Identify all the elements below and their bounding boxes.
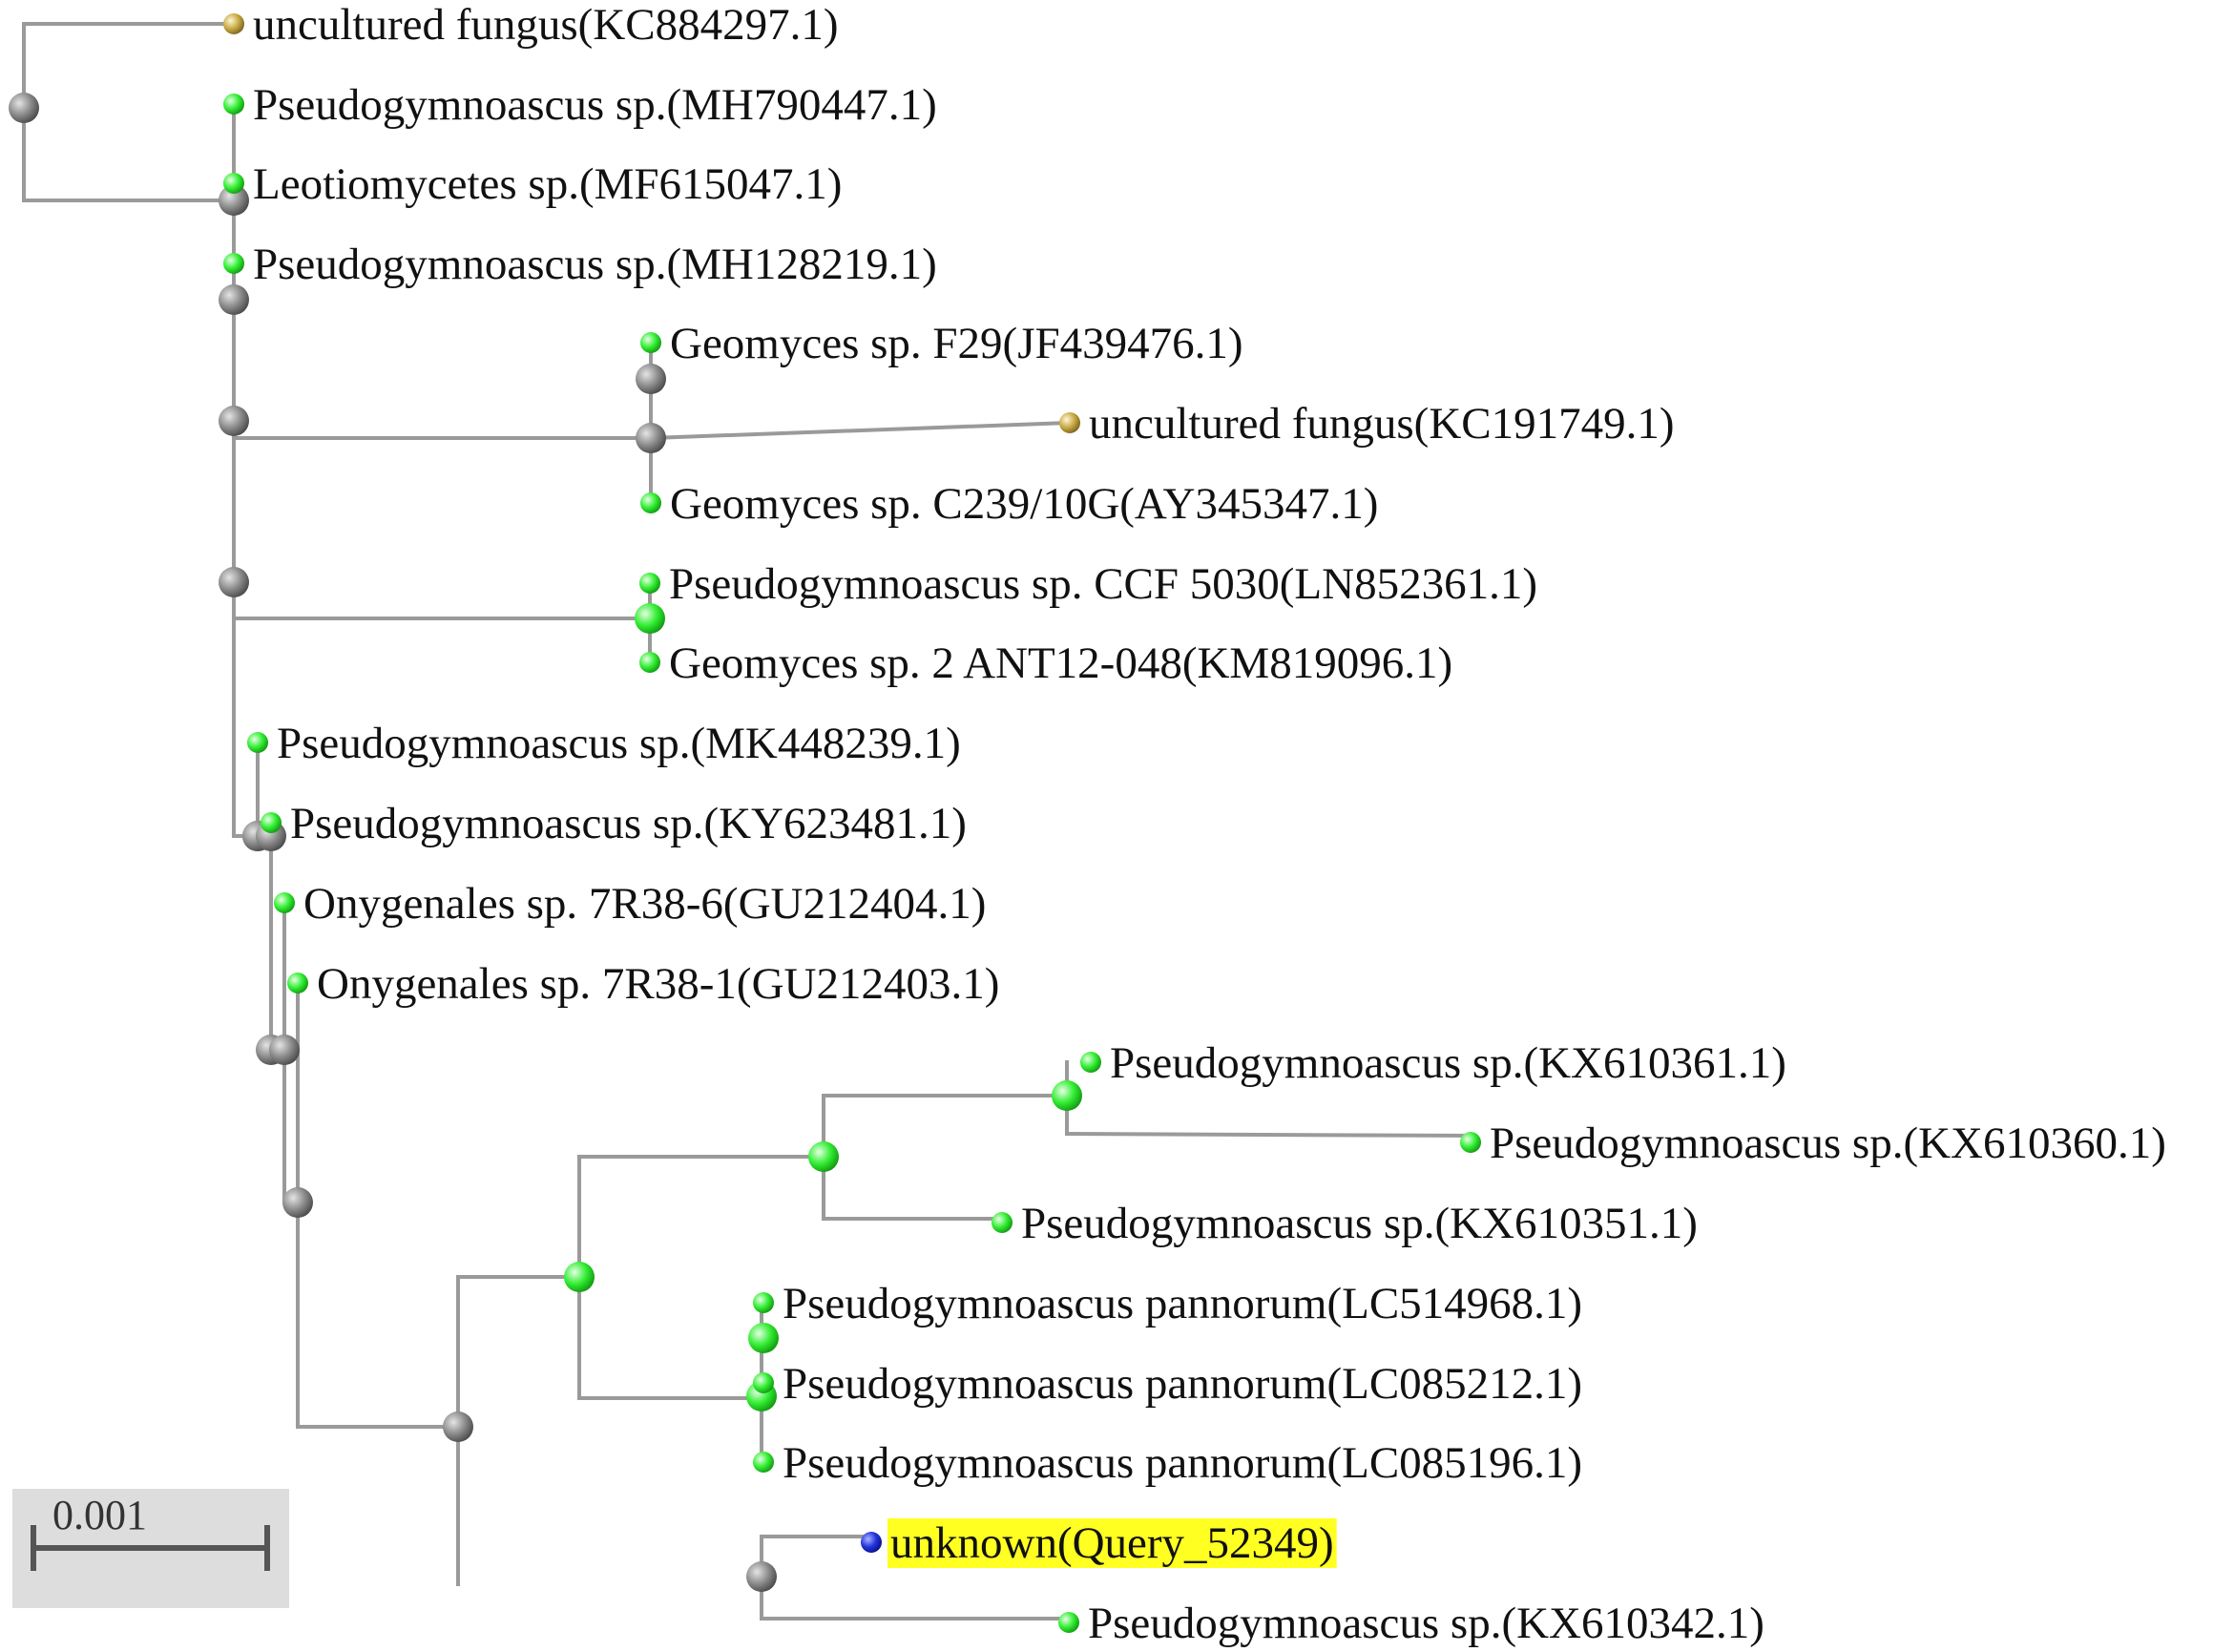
tree-branch <box>648 420 1073 441</box>
leaf-node-ncbi <box>753 1452 774 1473</box>
internal-node <box>748 1323 779 1353</box>
leaf-node-ncbi <box>639 573 660 594</box>
leaf-node-ncbi <box>223 173 244 194</box>
leaf-node-ncbi <box>640 492 661 513</box>
internal-node <box>282 1187 313 1218</box>
leaf-label: Pseudogymnoascus pannorum(LC085196.1) <box>783 1438 1582 1488</box>
leaf-node-ncbi <box>753 1372 774 1393</box>
leaf-node-ncbi <box>247 732 268 753</box>
leaf-label: Pseudogymnoascus sp.(KX610342.1) <box>1088 1599 1764 1648</box>
leaf-label: Pseudogymnoascus sp.(MH128219.1) <box>253 240 937 289</box>
leaf-label: Pseudogymnoascus sp.(MH790447.1) <box>253 80 937 130</box>
leaf-label: Geomyces sp. C239/10G(AY345347.1) <box>670 479 1378 529</box>
leaf-label: uncultured fungus(KC191749.1) <box>1089 399 1675 449</box>
leaf-label: Pseudogymnoascus sp. CCF 5030(LN852361.1… <box>669 559 1537 609</box>
leaf-label: Pseudogymnoascus pannorum(LC085212.1) <box>783 1359 1582 1409</box>
leaf-node-ncbi <box>223 94 244 115</box>
internal-node <box>635 603 665 634</box>
leaf-node-ncbi <box>274 892 295 913</box>
leaf-label: Geomyces sp. 2 ANT12-048(KM819096.1) <box>669 638 1452 688</box>
query-highlight <box>887 1518 1337 1568</box>
internal-node <box>808 1141 839 1172</box>
leaf-label: Geomyces sp. F29(JF439476.1) <box>670 319 1243 368</box>
leaf-label: Pseudogymnoascus sp.(KX610360.1) <box>1490 1119 2166 1168</box>
internal-node <box>443 1412 473 1442</box>
leaf-label: Pseudogymnoascus sp.(KY623481.1) <box>290 799 967 848</box>
leaf-label: Pseudogymnoascus sp.(KX610361.1) <box>1110 1038 1786 1088</box>
leaf-node-ncbi <box>1460 1132 1481 1153</box>
leaf-label: Pseudogymnoascus sp.(MK448239.1) <box>277 719 961 768</box>
leaf-node-ncbi <box>640 332 661 353</box>
leaf-node-ncbi <box>1080 1052 1101 1073</box>
leaf-node-uncultured <box>223 13 244 34</box>
leaf-label: Onygenales sp. 7R38-1(GU212403.1) <box>317 959 999 1009</box>
leaf-label-query: unknown(Query_52349) <box>890 1518 1334 1568</box>
internal-node <box>219 284 249 315</box>
internal-node <box>9 93 39 123</box>
internal-node <box>564 1262 595 1292</box>
internal-node <box>636 364 666 394</box>
leaf-labels: uncultured fungus(KC884297.1) Pseudogymno… <box>253 0 2166 1648</box>
leaf-label: Leotiomycetes sp.(MF615047.1) <box>253 159 842 209</box>
internal-node <box>269 1035 300 1065</box>
scale-bar-label: 0.001 <box>52 1492 147 1538</box>
leaf-node-ncbi <box>287 972 308 993</box>
internal-node <box>636 423 666 453</box>
leaf-node-ncbi <box>639 652 660 673</box>
leaf-label: uncultured fungus(KC884297.1) <box>253 0 839 50</box>
internal-node <box>1052 1080 1082 1111</box>
label-highlights <box>887 1518 1337 1568</box>
leaf-node-ncbi <box>992 1212 1013 1233</box>
leaf-node-uncultured <box>1059 412 1080 433</box>
leaf-node-ncbi <box>261 812 282 833</box>
internal-node <box>219 567 249 597</box>
leaf-label: Pseudogymnoascus sp.(KX610351.1) <box>1021 1199 1698 1248</box>
internal-node <box>219 185 249 216</box>
leaf-label: Onygenales sp. 7R38-6(GU212404.1) <box>303 879 986 929</box>
internal-node <box>746 1561 777 1592</box>
leaf-node-ncbi <box>1058 1612 1079 1633</box>
tree-branch <box>1064 1131 1473 1139</box>
scale-bar: 0.001 <box>12 1489 289 1608</box>
leaf-label: Pseudogymnoascus pannorum(LC514968.1) <box>783 1279 1582 1328</box>
tree-nodes <box>9 13 1481 1633</box>
leaf-node-query <box>861 1532 882 1553</box>
leaf-node-ncbi <box>753 1292 774 1313</box>
internal-node <box>219 406 249 436</box>
leaf-node-ncbi <box>223 253 244 274</box>
